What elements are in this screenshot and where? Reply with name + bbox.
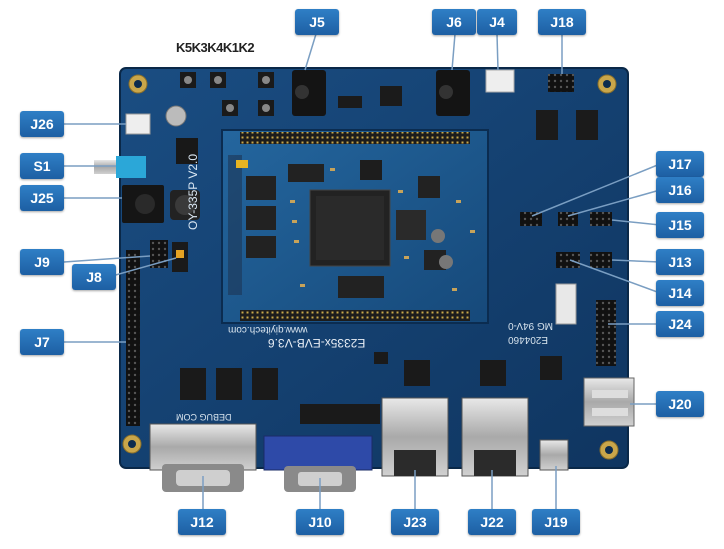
cert-rating-label: MG 94V-0	[508, 320, 554, 331]
mounting-holes	[122, 74, 619, 460]
j23-ethernet	[381, 397, 449, 477]
core-module	[221, 129, 489, 324]
j6-audio-jack	[436, 70, 470, 116]
key-label-k2: K2	[238, 40, 255, 55]
callout-j22: J22	[468, 509, 516, 535]
j15-header	[590, 212, 612, 226]
j26-connector	[125, 113, 151, 135]
callout-j18: J18	[538, 9, 586, 35]
callout-j26: J26	[20, 111, 64, 137]
callout-j20: J20	[656, 391, 704, 417]
website-label: www.qiyitech.com	[228, 324, 308, 335]
callout-j12: J12	[178, 509, 226, 535]
j10-vga	[263, 435, 373, 492]
debug-com-label: DEBUG COM	[176, 412, 232, 422]
fpc-connector	[555, 283, 577, 325]
callout-j15: J15	[656, 212, 704, 238]
callout-j25: J25	[20, 185, 64, 211]
callout-s1: S1	[20, 153, 64, 179]
j14-header	[556, 252, 580, 268]
callout-j13: J13	[656, 249, 704, 275]
j24-header	[596, 300, 616, 366]
key-label-k5: K5	[176, 40, 192, 55]
j22-ethernet	[461, 397, 529, 477]
j7-header	[126, 250, 140, 426]
s1-switch	[116, 156, 146, 178]
module-name-label: OY-335P V2.0	[186, 153, 200, 230]
callout-j10: J10	[296, 509, 344, 535]
key-label-k3: K3	[191, 40, 208, 55]
capacitor	[165, 105, 187, 127]
j5-audio-jack	[292, 70, 326, 116]
j19-mini-usb	[539, 439, 569, 471]
j17-header	[520, 212, 542, 226]
key-label-k1: K1	[222, 40, 239, 55]
j4-connector	[485, 69, 515, 93]
j18-header	[548, 74, 574, 92]
callout-j9: J9	[20, 249, 64, 275]
cert-code-label: E204460	[508, 334, 549, 345]
callout-j8: J8	[72, 264, 116, 290]
leader-lines	[63, 33, 661, 512]
s1-shaft	[94, 160, 118, 174]
callout-j14: J14	[656, 280, 704, 306]
callout-j7: J7	[20, 329, 64, 355]
callout-j4: J4	[477, 9, 517, 35]
key-label-k4: K4	[207, 40, 223, 55]
callout-j17: J17	[656, 151, 704, 177]
callout-j16: J16	[656, 177, 704, 203]
callout-j19: J19	[532, 509, 580, 535]
key-labels: K5K3K4K1K2	[176, 40, 255, 58]
j13-header	[590, 252, 612, 268]
j16-header	[558, 212, 578, 226]
callout-j23: J23	[391, 509, 439, 535]
callout-j5: J5	[295, 9, 339, 35]
j20-usb	[583, 377, 635, 427]
callout-j24: J24	[656, 311, 704, 337]
board-name-label: E2335x-EVB-V3.6	[268, 336, 366, 350]
callout-j6: J6	[432, 9, 476, 35]
